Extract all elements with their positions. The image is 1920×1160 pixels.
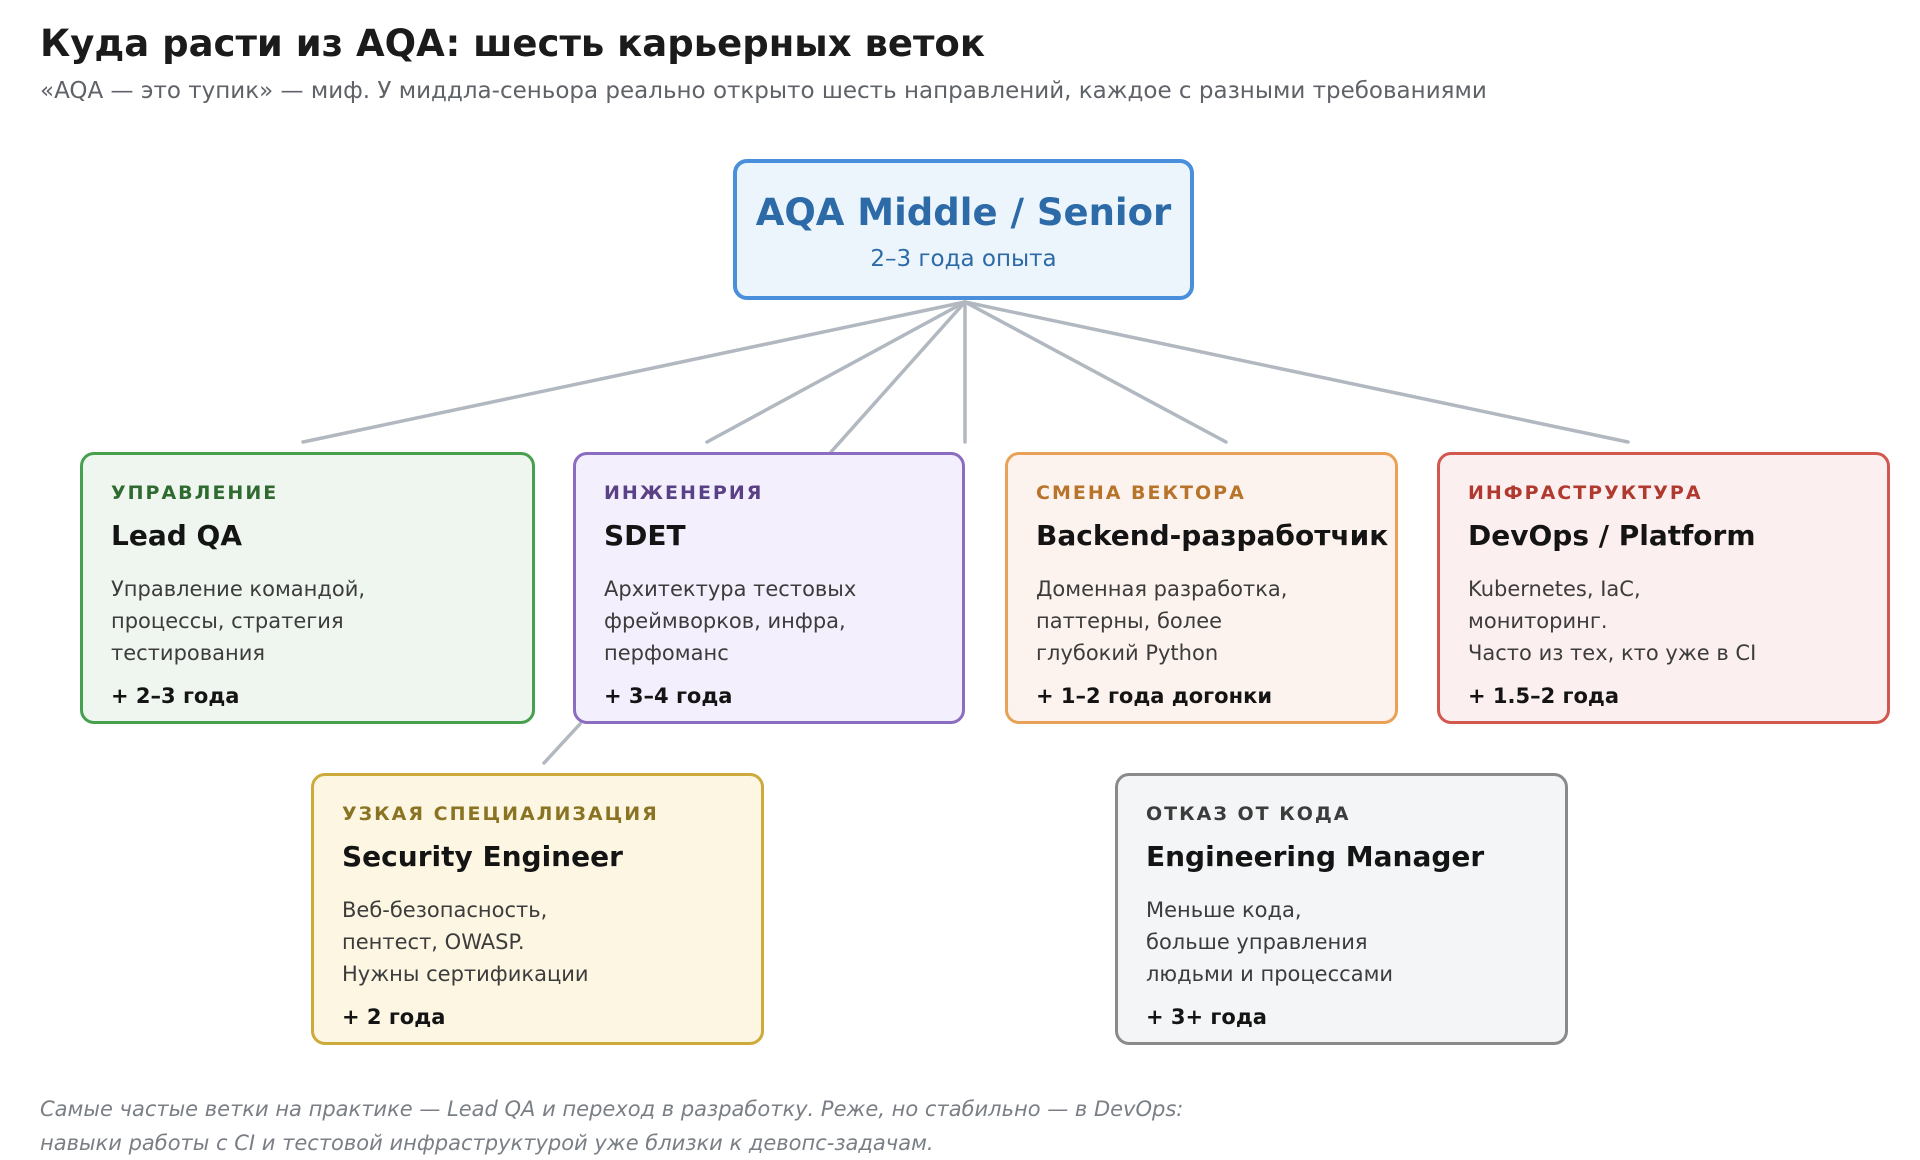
card-title: Lead QA [111, 519, 242, 552]
center-node-title: AQA Middle / Senior [755, 191, 1172, 234]
connector-sdet [705, 300, 967, 444]
card-title: DevOps / Platform [1468, 519, 1756, 552]
card-title: Engineering Manager [1146, 840, 1485, 873]
connector-devops [963, 300, 1630, 444]
card-time-estimate: + 3+ года [1146, 1005, 1267, 1029]
card-category: ОТКАЗ ОТ КОДА [1146, 803, 1351, 825]
card-title: Security Engineer [342, 840, 623, 873]
card-description-line: процессы, стратегия [111, 609, 344, 633]
card-description: Управление командой, процессы, стратегия т… [111, 573, 365, 669]
card-description: Меньше кода, больше управления людьми и пр… [1146, 894, 1393, 990]
connector-sdet-to-security [542, 722, 582, 765]
card-title: Backend-разработчик [1036, 519, 1389, 552]
card-time-estimate: + 2 года [342, 1005, 446, 1029]
card-description-line: паттерны, более [1036, 609, 1223, 633]
connector-lead-qa [301, 300, 967, 444]
center-node-aqa: AQA Middle / Senior 2–3 года опыта [733, 159, 1194, 300]
footer-line-1: Самые частые ветки на практике — Lead QA… [40, 1097, 1184, 1121]
card-description-line: мониторинг. [1468, 609, 1608, 633]
diagram-title: Куда расти из AQA: шесть карьерных веток [40, 22, 985, 65]
center-node-subtitle: 2–3 года опыта [870, 246, 1057, 272]
card-category: ИНФРАСТРУКТУРА [1468, 482, 1703, 504]
card-time-estimate: + 1–2 года догонки [1036, 684, 1273, 708]
diagram-subtitle: «AQA — это тупик» — миф. У миддла-сеньор… [40, 78, 1487, 104]
card-description-line: пентест, OWASP. [342, 930, 525, 954]
card-description: Архитектура тестовых фреймворков, инфра, п… [604, 573, 856, 669]
card-category: ИНЖЕНЕРИЯ [604, 482, 764, 504]
card-description-line: Kubernetes, IaC, [1468, 577, 1641, 601]
card-title: SDET [604, 519, 686, 552]
card-time-estimate: + 2–3 года [111, 684, 240, 708]
card-description: Kubernetes, IaC, мониторинг. Часто из тех,… [1468, 573, 1756, 669]
card-description-line: перфоманс [604, 641, 729, 665]
card-description-line: Доменная разработка, [1036, 577, 1288, 601]
card-description-line: Часто из тех, кто уже в CI [1468, 641, 1757, 665]
card-description-line: людьми и процессами [1146, 962, 1394, 986]
card-sdet: ИНЖЕНЕРИЯ SDET Архитектура тестовых фреймво… [573, 452, 965, 724]
card-description-line: Нужны сертификации [342, 962, 589, 986]
card-description-line: Архитектура тестовых [604, 577, 857, 601]
card-description: Доменная разработка, паттерны, более глубо… [1036, 573, 1287, 669]
card-description-line: Управление командой, [111, 577, 366, 601]
connector-backend [963, 300, 1228, 444]
card-lead-qa: УПРАВЛЕНИЕ Lead QA Управление командой, про… [80, 452, 535, 724]
card-category: УЗКАЯ СПЕЦИАЛИЗАЦИЯ [342, 803, 659, 825]
connector-security-via-sdet [829, 300, 967, 454]
footer-note: Самые частые ветки на практике — Lead QA… [40, 1092, 1183, 1160]
card-description-line: больше управления [1146, 930, 1368, 954]
footer-line-2: навыки работы с CI и тестовой инфраструк… [40, 1131, 934, 1155]
card-description-line: тестирования [111, 641, 266, 665]
card-description-line: Меньше кода, [1146, 898, 1302, 922]
card-time-estimate: + 3–4 года [604, 684, 733, 708]
card-description-line: Веб-безопасность, [342, 898, 548, 922]
card-description: Веб-безопасность, пентест, OWASP. Нужны се… [342, 894, 589, 990]
card-time-estimate: + 1.5–2 года [1468, 684, 1620, 708]
card-category: СМЕНА ВЕКТОРА [1036, 482, 1246, 504]
card-description-line: фреймворков, инфра, [604, 609, 846, 633]
card-description-line: глубокий Python [1036, 641, 1219, 665]
card-category: УПРАВЛЕНИЕ [111, 482, 279, 504]
